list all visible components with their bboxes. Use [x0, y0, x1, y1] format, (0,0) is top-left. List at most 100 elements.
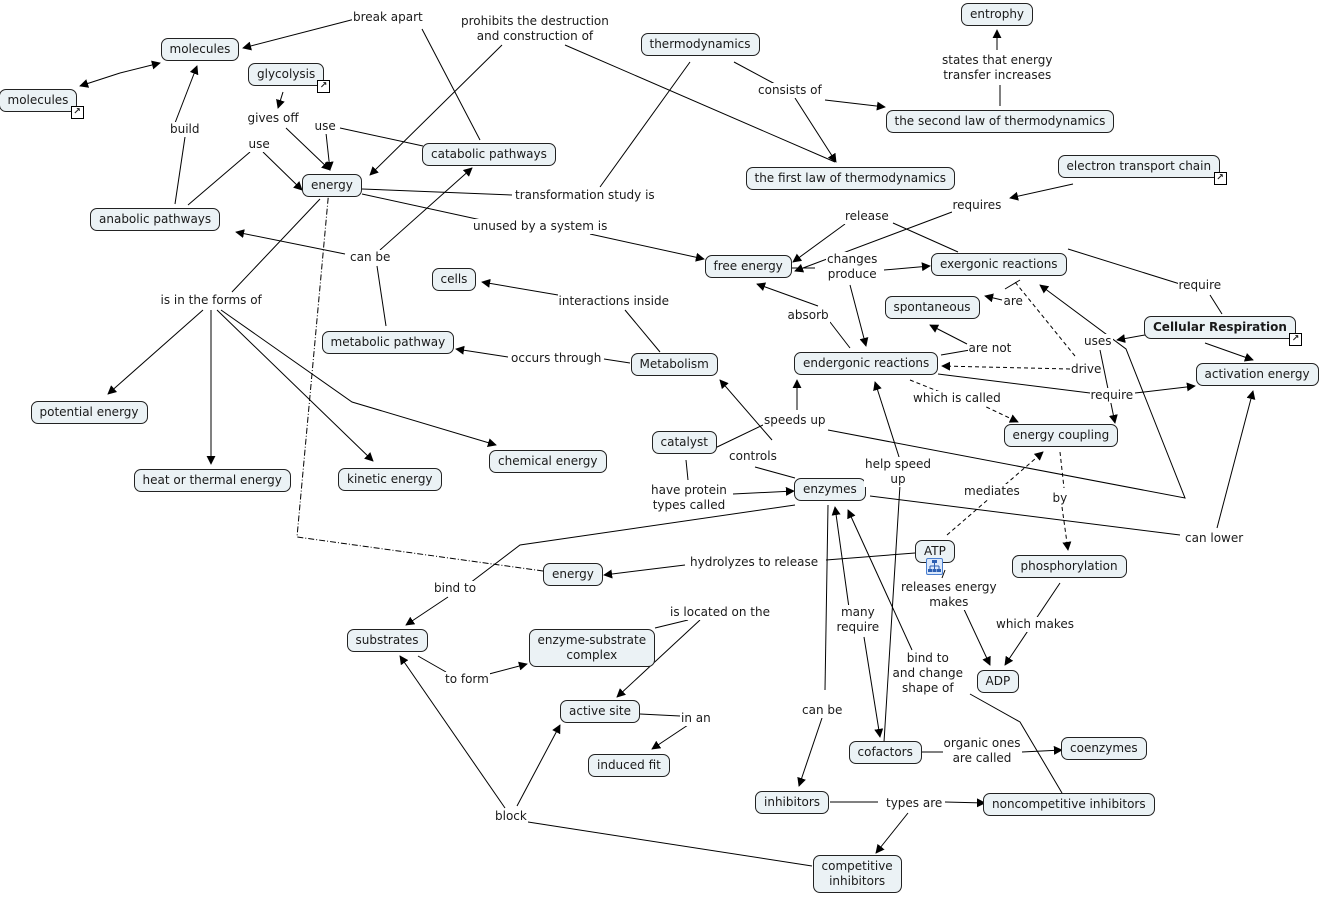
link-label-consists-of[interactable]: consists of — [757, 82, 823, 98]
link-label-release[interactable]: release — [844, 208, 890, 224]
link-label-is-in-forms[interactable]: is in the forms of — [159, 292, 263, 308]
link-label-interactions[interactable]: interactions inside — [557, 293, 670, 309]
link-label-is-located[interactable]: is located on the — [669, 604, 772, 620]
link-label-which-makes[interactable]: which makes — [995, 616, 1075, 632]
link-label-can-be1[interactable]: can be — [349, 249, 392, 265]
link-label-build[interactable]: build — [169, 121, 201, 137]
concept-energy1[interactable]: energy — [302, 173, 362, 197]
submap-hierarchy-icon[interactable] — [926, 558, 943, 575]
link-label-gives-off[interactable]: gives off — [246, 110, 300, 126]
link-label-occurs-through[interactable]: occurs through — [510, 350, 603, 366]
concept-glycolysis[interactable]: glycolysis — [248, 62, 325, 86]
concept-chemical-energy[interactable]: chemical energy — [489, 449, 607, 473]
concept-spontaneous[interactable]: spontaneous — [884, 295, 980, 319]
concept-molecules1[interactable]: molecules — [160, 37, 240, 61]
concept-inhibitors[interactable]: inhibitors — [755, 790, 830, 814]
concept-energy2[interactable]: energy — [543, 562, 603, 586]
connection-line — [376, 265, 387, 327]
concept-label: potential energy — [39, 404, 139, 419]
link-label-require1[interactable]: require — [1177, 277, 1223, 293]
connection-line — [107, 309, 204, 395]
concept-label: energy — [552, 566, 594, 581]
link-label-to-form[interactable]: to form — [444, 671, 490, 687]
link-label-uses[interactable]: uses — [1083, 333, 1113, 349]
shortcut-arrow-icon[interactable]: ↗ — [70, 105, 84, 119]
concept-noncompetitive[interactable]: noncompetitive inhibitors — [983, 792, 1155, 816]
concept-substrates[interactable]: substrates — [346, 628, 428, 652]
link-label-requires[interactable]: requires — [951, 197, 1003, 213]
concept-energy-coupling[interactable]: energy coupling — [1003, 423, 1119, 447]
shortcut-arrow-icon[interactable]: ↗ — [317, 79, 330, 93]
link-label-which-is-called[interactable]: which is called — [912, 390, 1002, 406]
link-label-require2[interactable]: require — [1089, 387, 1135, 403]
concept-endergonic[interactable]: endergonic reactions — [794, 351, 939, 375]
concept-phosphorylation[interactable]: phosphorylation — [1011, 554, 1127, 578]
link-label-by[interactable]: by — [1051, 490, 1069, 506]
link-label-drive[interactable]: drive — [1070, 361, 1103, 377]
concept-kinetic-energy[interactable]: kinetic energy — [338, 467, 442, 491]
concept-label: endergonic reactions — [803, 355, 930, 370]
concept-catabolic[interactable]: catabolic pathways — [422, 142, 556, 166]
concept-label: electron transport chain — [1066, 158, 1212, 173]
concept-cells[interactable]: cells — [431, 267, 477, 291]
link-label-hydrolyzes[interactable]: hydrolyzes to release — [689, 554, 820, 570]
link-label-can-lower[interactable]: can lower — [1184, 530, 1245, 546]
concept-enzymes[interactable]: enzymes — [794, 477, 866, 501]
concept-etc[interactable]: electron transport chain — [1057, 154, 1221, 178]
concept-label: spontaneous — [893, 299, 971, 314]
concept-molecules2[interactable]: molecules — [0, 88, 78, 112]
link-label-absorb[interactable]: absorb — [786, 307, 830, 323]
link-label-types-are[interactable]: types are — [885, 795, 944, 811]
concept-potential-energy[interactable]: potential energy — [30, 400, 148, 424]
concept-exergonic[interactable]: exergonic reactions — [931, 252, 1067, 276]
link-label-transformation[interactable]: transformation study is — [514, 187, 656, 203]
concept-free-energy[interactable]: free energy — [704, 254, 792, 278]
link-label-bind-to1[interactable]: bind to — [433, 580, 478, 596]
shortcut-arrow-icon[interactable]: ↗ — [1289, 332, 1302, 346]
concept-heat-energy[interactable]: heat or thermal energy — [133, 468, 291, 492]
connection-line — [616, 619, 701, 698]
link-label-use1[interactable]: use — [313, 118, 337, 134]
link-label-use2[interactable]: use — [247, 136, 271, 152]
concept-induced-fit[interactable]: induced fit — [588, 753, 670, 777]
connection-line — [262, 151, 303, 191]
concept-metabolism[interactable]: Metabolism — [630, 352, 718, 376]
concept-active-site[interactable]: active site — [560, 699, 640, 723]
link-label-speeds-up[interactable]: speeds up — [763, 412, 827, 428]
connection-line — [794, 211, 953, 273]
shortcut-arrow-icon[interactable]: ↗ — [1213, 171, 1227, 185]
link-label-unused[interactable]: unused by a system is — [472, 218, 609, 234]
link-label-are-not[interactable]: are not — [967, 340, 1013, 356]
link-label-in-an[interactable]: in an — [680, 710, 712, 726]
concept-activation-energy[interactable]: activation energy — [1195, 362, 1319, 386]
concept-second-law[interactable]: the second law of thermodynamics — [885, 109, 1115, 133]
concept-metabolic-pathway[interactable]: metabolic pathway — [321, 330, 455, 354]
connection-line — [984, 293, 1003, 303]
link-label-are[interactable]: are — [1002, 293, 1024, 309]
concept-thermodynamics[interactable]: thermodynamics — [640, 32, 760, 56]
concept-catalyst[interactable]: catalyst — [651, 430, 717, 454]
link-label-can-be2[interactable]: can be — [801, 702, 844, 718]
concept-first-law[interactable]: the first law of thermodynamics — [745, 166, 955, 190]
link-label-block[interactable]: block — [494, 808, 528, 824]
concept-cellular-respiration[interactable]: Cellular Respiration — [1144, 315, 1296, 339]
concept-entrophy[interactable]: entrophy — [961, 2, 1034, 26]
concept-cofactors[interactable]: cofactors — [848, 740, 922, 764]
link-label-break-apart[interactable]: break apart — [352, 9, 424, 25]
link-label-mediates[interactable]: mediates — [963, 483, 1021, 499]
link-label-controls[interactable]: controls — [728, 448, 778, 464]
concept-coenzymes[interactable]: coenzymes — [1061, 736, 1147, 760]
concept-anabolic[interactable]: anabolic pathways — [90, 207, 221, 231]
concept-adp[interactable]: ADP — [976, 669, 1020, 693]
